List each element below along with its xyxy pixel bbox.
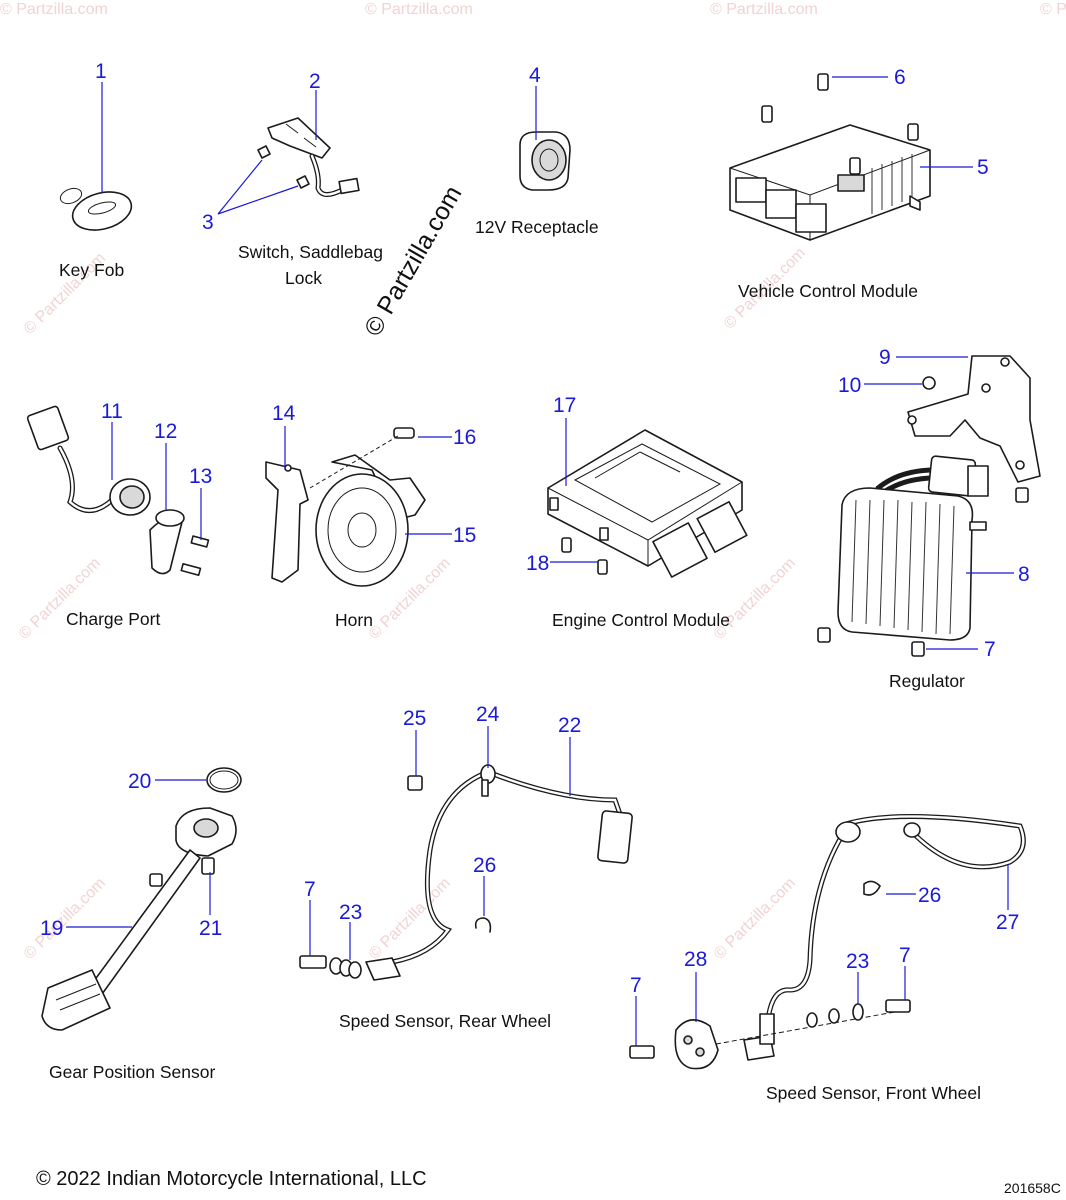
ecm-part	[547, 429, 748, 578]
caption-speed-front: Speed Sensor, Front Wheel	[766, 1083, 981, 1103]
caption-layer: Key Fob Switch, Saddlebag Lock 12V Recep…	[49, 217, 981, 1103]
callout-7-front-left: 7	[630, 974, 642, 997]
caption-vcm: Vehicle Control Module	[738, 281, 918, 301]
callout-22: 22	[558, 714, 581, 737]
callout-1: 1	[95, 60, 107, 83]
watermark-small: © Partzilla.com	[0, 1, 108, 18]
callout-10: 10	[838, 374, 861, 397]
watermark-small: © Partzilla.com	[711, 875, 799, 963]
caption-ecm: Engine Control Module	[552, 610, 730, 630]
saddlebag-switch-part	[257, 117, 360, 197]
watermark-small: © Partzilla.com	[365, 1, 473, 18]
watermark-small: © Partzilla.com	[710, 1, 818, 18]
caption-speed-rear: Speed Sensor, Rear Wheel	[339, 1011, 551, 1031]
callout-20: 20	[128, 770, 151, 793]
caption-regulator: Regulator	[889, 671, 965, 691]
caption-charge-port: Charge Port	[66, 609, 160, 629]
callout-25: 25	[403, 707, 426, 730]
callout-14: 14	[272, 402, 296, 425]
callout-12: 12	[154, 420, 177, 443]
watermark-small: © Partzilla.com	[1040, 1, 1066, 18]
callout-23-rear: 23	[339, 901, 362, 924]
callout-16: 16	[453, 426, 476, 449]
caption-key-fob: Key Fob	[59, 260, 124, 280]
callout-26-front: 26	[918, 884, 941, 907]
receptacle-part	[519, 131, 571, 191]
watermark-small: © Partzilla.com	[21, 875, 109, 963]
footer-diagram-code: 201658C	[1004, 1180, 1061, 1196]
horn-part	[265, 427, 426, 587]
footer-copyright: © 2022 Indian Motorcycle International, …	[36, 1168, 427, 1190]
callout-15: 15	[453, 524, 476, 547]
front-speed-sensor-part	[629, 814, 1026, 1070]
watermark-small: © Partzilla.com	[366, 875, 454, 963]
callout-2: 2	[309, 70, 321, 93]
callout-28: 28	[684, 948, 707, 971]
watermark-small: © Partzilla.com	[16, 555, 104, 643]
callout-8: 8	[1018, 563, 1030, 586]
callout-7-regulator: 7	[984, 638, 996, 661]
callout-27: 27	[996, 911, 1019, 934]
callout-21: 21	[199, 917, 222, 940]
gear-sensor-part	[41, 767, 242, 1031]
caption-gear-sensor: Gear Position Sensor	[49, 1062, 216, 1082]
callout-18: 18	[526, 552, 549, 575]
callout-26-rear: 26	[473, 854, 496, 877]
callout-7-rear: 7	[304, 878, 316, 901]
key-fob-part	[59, 187, 133, 231]
caption-receptacle: 12V Receptacle	[475, 217, 599, 237]
callout-5: 5	[977, 156, 989, 179]
callout-layer: 1 2 3 4 5 6 7 8 9 10 11 12 13 14 15 16 1…	[40, 60, 1030, 997]
callout-7-front-right: 7	[899, 944, 911, 967]
charge-port-part	[26, 405, 210, 576]
regulator-part	[817, 355, 1041, 657]
callout-11: 11	[101, 400, 123, 423]
callout-3: 3	[202, 211, 214, 234]
callout-24: 24	[476, 703, 500, 726]
callout-23-front: 23	[846, 950, 869, 973]
caption-horn: Horn	[335, 610, 373, 630]
vcm-part	[729, 73, 931, 241]
callout-6: 6	[894, 66, 906, 89]
callout-19: 19	[40, 917, 63, 940]
caption-saddlebag-switch-line2: Lock	[285, 268, 322, 288]
callout-13: 13	[189, 465, 212, 488]
caption-saddlebag-switch-line1: Switch, Saddlebag	[238, 242, 383, 262]
callout-4: 4	[529, 64, 541, 87]
callout-9: 9	[879, 346, 891, 369]
callout-17: 17	[553, 394, 576, 417]
